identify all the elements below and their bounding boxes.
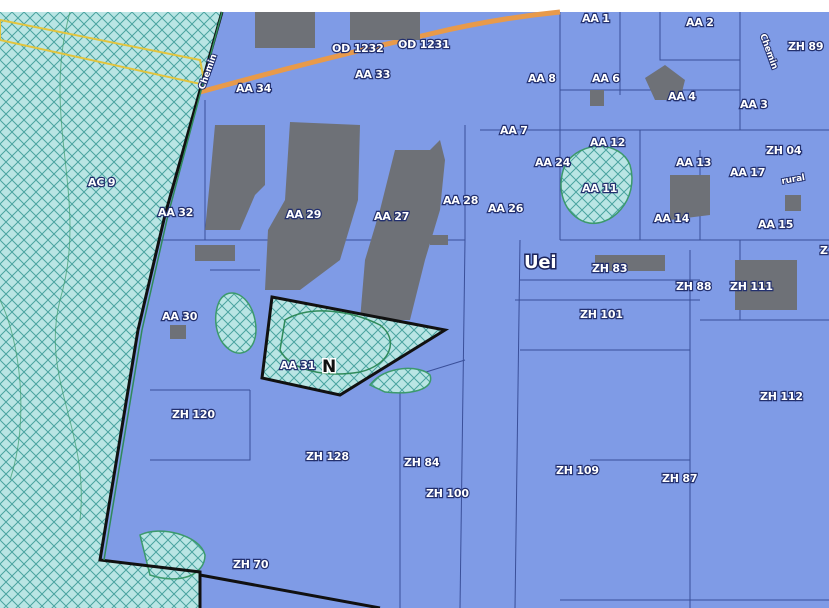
parcel-label: ZH 70 — [233, 558, 269, 571]
natural-pocket — [560, 145, 633, 225]
parcel-label: AA 33 — [355, 68, 390, 81]
contour-line — [0, 299, 22, 481]
parcel-label: AA 24 — [535, 156, 571, 169]
zone-label-ue: Uei — [524, 252, 556, 273]
parcel-label: ZH 111 — [730, 280, 773, 293]
parcel-label: AA 17 — [730, 166, 765, 179]
parcel-label: AA 8 — [528, 72, 556, 85]
parcel-label: AA 4 — [668, 90, 696, 103]
natural-pocket — [368, 367, 432, 394]
buildings — [170, 12, 801, 339]
zone-boundary-green — [103, 11, 223, 561]
parcel-label: AA 1 — [582, 12, 610, 25]
zone-label-n: N — [322, 357, 336, 377]
parcel-label: ZH 109 — [556, 464, 599, 477]
parcel-label: AA 28 — [443, 194, 478, 207]
parcel-label: AA 30 — [162, 310, 198, 323]
parcel-label: AA 31 — [280, 359, 315, 372]
yellow-parcel-outline — [0, 18, 207, 87]
parcel-label: AA 32 — [158, 206, 193, 219]
zone-boundary-left — [98, 11, 224, 608]
parcel-label: ZH 88 — [676, 280, 711, 293]
parcel-label: ZH 128 — [306, 450, 349, 463]
parcel-label: OD 1231 — [398, 38, 450, 51]
parcel-label: ZH 83 — [592, 262, 627, 275]
parcel-label: ZH 84 — [404, 456, 440, 469]
zone-n-contour — [279, 310, 391, 375]
contour-line — [54, 11, 82, 521]
parcel-label: ZH 89 — [788, 40, 823, 53]
parcel-label: AA 3 — [740, 98, 768, 111]
natural-pocket — [214, 292, 257, 354]
parcel-label: AA 7 — [500, 124, 528, 137]
zone-boundary-bottom — [199, 573, 381, 608]
parcel-label: Z — [820, 244, 828, 257]
parcel-label: AA 26 — [488, 202, 524, 215]
parcel-label: AC 9 — [88, 176, 115, 189]
parcel-label: OD 1232 — [332, 42, 384, 55]
parcel-label: AA 13 — [676, 156, 711, 169]
parcel-label: AA 12 — [590, 136, 625, 149]
parcel-labels: AA 1 AA 2 ZH 89 OD 1232 OD 1231 AA 33 AA… — [87, 11, 829, 572]
parcel-label: ZH 112 — [760, 390, 803, 403]
parcel-label: ZH 87 — [662, 472, 697, 485]
parcel-label: AA 29 — [286, 208, 321, 221]
parcel-label: AA 15 — [758, 218, 793, 231]
parcel-label: ZH 100 — [426, 487, 469, 500]
parcel-label: AA 27 — [374, 210, 409, 223]
parcel-label: AA 14 — [654, 212, 690, 225]
parcel-label: ZH 120 — [172, 408, 215, 421]
parcel-label: ZH 101 — [580, 308, 623, 321]
parcel-label: AA 11 — [582, 182, 617, 195]
parcel-label: ZH 04 — [766, 144, 802, 157]
parcel-label: AA 34 — [236, 82, 272, 95]
parcel-label: AA 2 — [686, 16, 714, 29]
parcel-label: AA 6 — [592, 72, 620, 85]
